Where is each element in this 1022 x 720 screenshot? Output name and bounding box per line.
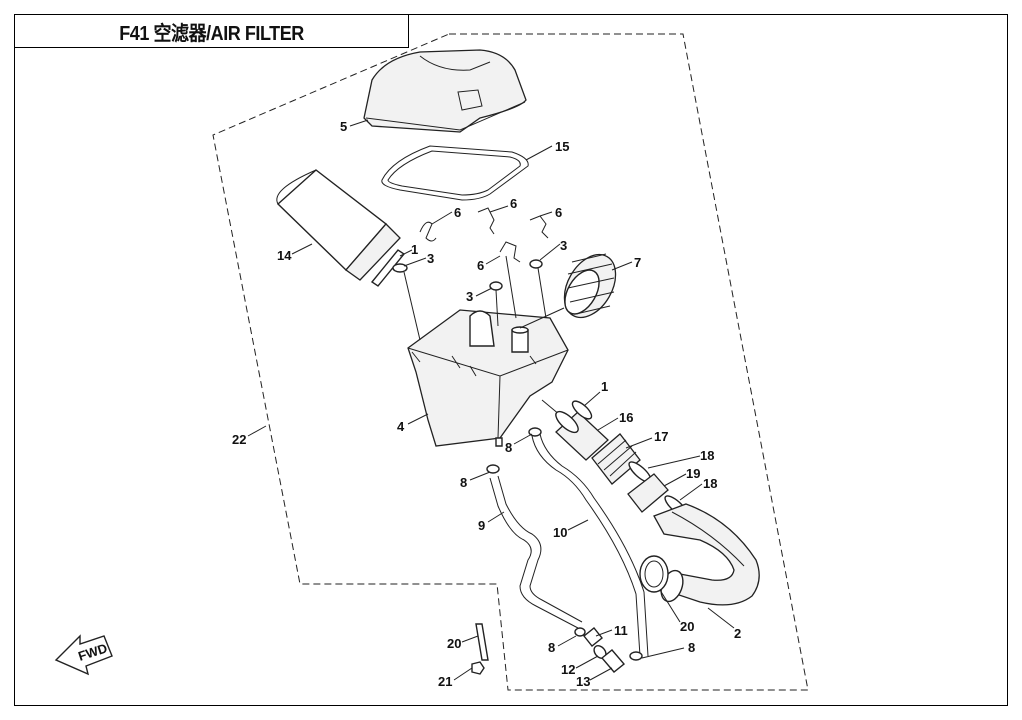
callout-16: 16 [619,410,633,425]
assembly-boundary [212,33,809,691]
part-15-gasket [381,145,529,201]
part-2-intake-duct [653,503,760,606]
title-box: F41 空滤器/AIR FILTER [14,14,409,48]
callout-19: 19 [686,466,700,481]
callout-7: 7 [634,255,641,270]
part-8-hose-clamps [486,427,643,661]
callout-8: 8 [460,475,467,490]
callout-18: 18 [703,476,717,491]
callout-22: 22 [232,432,246,447]
callout-4: 4 [397,419,405,434]
callout-8: 8 [548,640,555,655]
callout-3: 3 [427,251,434,266]
part-1-clamp-lower [571,400,593,420]
callout-9: 9 [478,518,485,533]
fwd-arrow-icon: FWD [54,634,113,676]
part-17-intake-sleeve [591,433,641,485]
callout-6: 6 [510,196,517,211]
part-20-strap [475,623,489,661]
callout-5: 5 [340,119,347,134]
part-10-breather-hose [531,433,649,657]
page-title: F41 空滤器/AIR FILTER [119,22,304,45]
part-11-drain-fitting [583,627,603,647]
callout-3: 3 [466,289,473,304]
part-13-drain-plug [600,649,626,673]
part-6-hose-clips [419,207,549,263]
part-7-intake-boot [563,253,617,319]
callout-6: 6 [477,258,484,273]
callout-13: 13 [576,674,590,689]
part-19-coupler [627,473,669,513]
callout-1: 1 [411,242,418,257]
callout-18: 18 [700,448,714,463]
drawing-frame [14,14,1008,706]
part-5-air-filter-cover [363,49,527,133]
callout-8: 8 [688,640,695,655]
callout-17: 17 [654,429,668,444]
part-4-air-box [407,309,569,447]
callout-20: 20 [447,636,461,651]
part-9-drain-hose [489,475,583,629]
callout-20: 20 [680,619,694,634]
callout-6: 6 [454,205,461,220]
part-14-filter-element [276,169,401,281]
callout-11: 11 [614,623,628,638]
part-3-grommets [392,259,543,291]
callout-2: 2 [734,626,741,641]
callout-labels: 5 15 14 6 6 6 6 1 3 3 3 7 22 4 1 16 17 1… [232,119,741,689]
callout-14: 14 [277,248,292,263]
callout-12: 12 [561,662,575,677]
callout-8: 8 [505,440,512,455]
callout-3: 3 [560,238,567,253]
callout-15: 15 [555,139,569,154]
part-16-coupler [555,410,609,461]
callout-21: 21 [438,674,452,689]
callout-10: 10 [553,525,567,540]
part-21-nut [471,661,485,675]
callout-1: 1 [601,379,608,394]
part-20-clamp-duct [639,555,669,593]
callout-6: 6 [555,205,562,220]
callout-leader-lines [247,119,735,681]
